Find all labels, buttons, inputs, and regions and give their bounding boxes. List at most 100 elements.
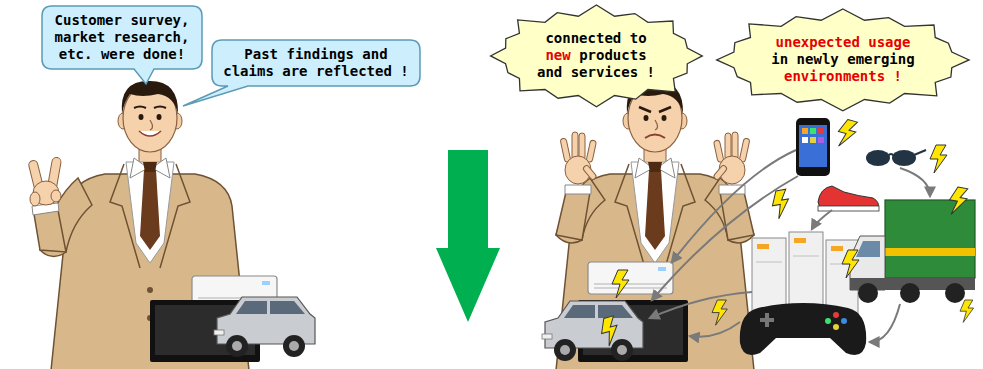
truck <box>885 200 975 278</box>
game-controller <box>825 318 831 324</box>
right-scene <box>835 118 859 149</box>
left-face <box>157 114 162 120</box>
sunglasses <box>866 150 926 166</box>
smartphone <box>799 125 827 167</box>
servers <box>831 246 843 251</box>
text-word: reflected <box>316 63 392 79</box>
usage-arrows <box>690 322 740 337</box>
right-scene <box>612 270 629 298</box>
sneaker <box>818 186 879 211</box>
text-word: Past <box>244 46 278 62</box>
right-scene <box>556 132 605 243</box>
smartphone <box>818 137 824 143</box>
text-word: etc. <box>59 46 93 62</box>
left-scene <box>214 297 315 357</box>
truck <box>856 241 880 257</box>
callout-text: unexpected usage in newly emerging envir… <box>769 34 917 85</box>
v-sign-arm <box>30 192 40 206</box>
left-face <box>154 107 166 109</box>
text-word: in <box>771 51 788 67</box>
truck <box>850 200 975 303</box>
smartphone <box>796 118 830 176</box>
right-scene <box>542 301 643 361</box>
text-word: usage <box>868 34 910 50</box>
text-word: are <box>282 63 307 79</box>
text-word: market <box>55 29 106 45</box>
text-word: ! <box>647 64 655 80</box>
smartphone <box>802 128 808 134</box>
text-word: Customer <box>55 12 122 28</box>
text-word: ! <box>400 63 408 79</box>
truck <box>900 283 920 303</box>
sneaker <box>818 186 878 208</box>
text-word: services <box>571 64 638 80</box>
speech-bubble: Customer survey, market research, etc. w… <box>42 6 202 69</box>
bubble-outline <box>42 6 202 84</box>
left-scene <box>28 81 315 369</box>
text-word: and <box>362 46 387 62</box>
speech-bubble: Past findings and claims are reflected ! <box>212 40 420 86</box>
sunglasses <box>892 150 916 166</box>
text-word: were <box>101 46 135 62</box>
smartphone <box>810 128 816 134</box>
left-face <box>139 114 144 120</box>
game-controller <box>833 324 839 330</box>
usage-arrows <box>652 176 798 300</box>
truck <box>885 248 975 256</box>
text-word: environments <box>784 68 885 84</box>
bubble-outline <box>183 40 420 106</box>
smartphone <box>810 137 816 143</box>
text-word: research, <box>114 29 190 45</box>
right-scene <box>842 250 859 278</box>
sunglasses <box>914 150 926 155</box>
servers <box>793 256 819 257</box>
right-scene <box>598 316 622 347</box>
game-controller <box>740 303 866 355</box>
usage-arrows <box>650 292 752 318</box>
transition-arrow <box>436 150 500 322</box>
burst-callout-outline <box>710 9 976 111</box>
text-word: findings <box>286 46 353 62</box>
text-word: survey, <box>130 12 189 28</box>
text-word: to <box>630 30 647 46</box>
right-scene <box>930 145 947 173</box>
truck <box>858 283 878 303</box>
burst-outline <box>490 5 702 107</box>
text-word: newly <box>797 51 839 67</box>
usage-arrows <box>900 168 930 196</box>
right-scene <box>712 300 727 325</box>
right-scene <box>542 81 975 369</box>
usage-arrows <box>672 150 796 262</box>
right-scene <box>947 186 969 217</box>
text-word: emerging <box>847 51 914 67</box>
usage-arrows <box>812 210 832 229</box>
game-controller <box>740 303 866 355</box>
text-word: done! <box>143 46 185 62</box>
right-face <box>645 135 665 139</box>
burst-outline <box>717 9 969 111</box>
text-word: and <box>537 64 562 80</box>
text-word: products <box>579 47 646 63</box>
sunglasses <box>888 154 894 156</box>
game-controller <box>765 313 769 327</box>
text-word: unexpected <box>776 34 860 50</box>
left-face <box>134 107 166 137</box>
v-sign-arm <box>34 210 66 252</box>
game-controller <box>833 312 839 318</box>
text-word: ! <box>894 68 902 84</box>
text-word: new <box>545 47 570 63</box>
right-scene <box>770 189 792 220</box>
servers <box>757 244 769 249</box>
sunglasses <box>866 150 890 166</box>
usage-arrows <box>870 304 900 342</box>
callout-text: Past findings and claims are reflected ! <box>221 46 411 80</box>
smartphone <box>796 118 830 176</box>
servers <box>756 262 782 263</box>
game-controller <box>841 318 847 324</box>
burst-callout: connected to new products and services ! <box>485 5 708 107</box>
right-face <box>644 115 649 121</box>
right-face <box>662 115 667 121</box>
right-scene <box>960 300 974 322</box>
text-word: connected <box>545 30 621 46</box>
right-face <box>639 107 651 112</box>
